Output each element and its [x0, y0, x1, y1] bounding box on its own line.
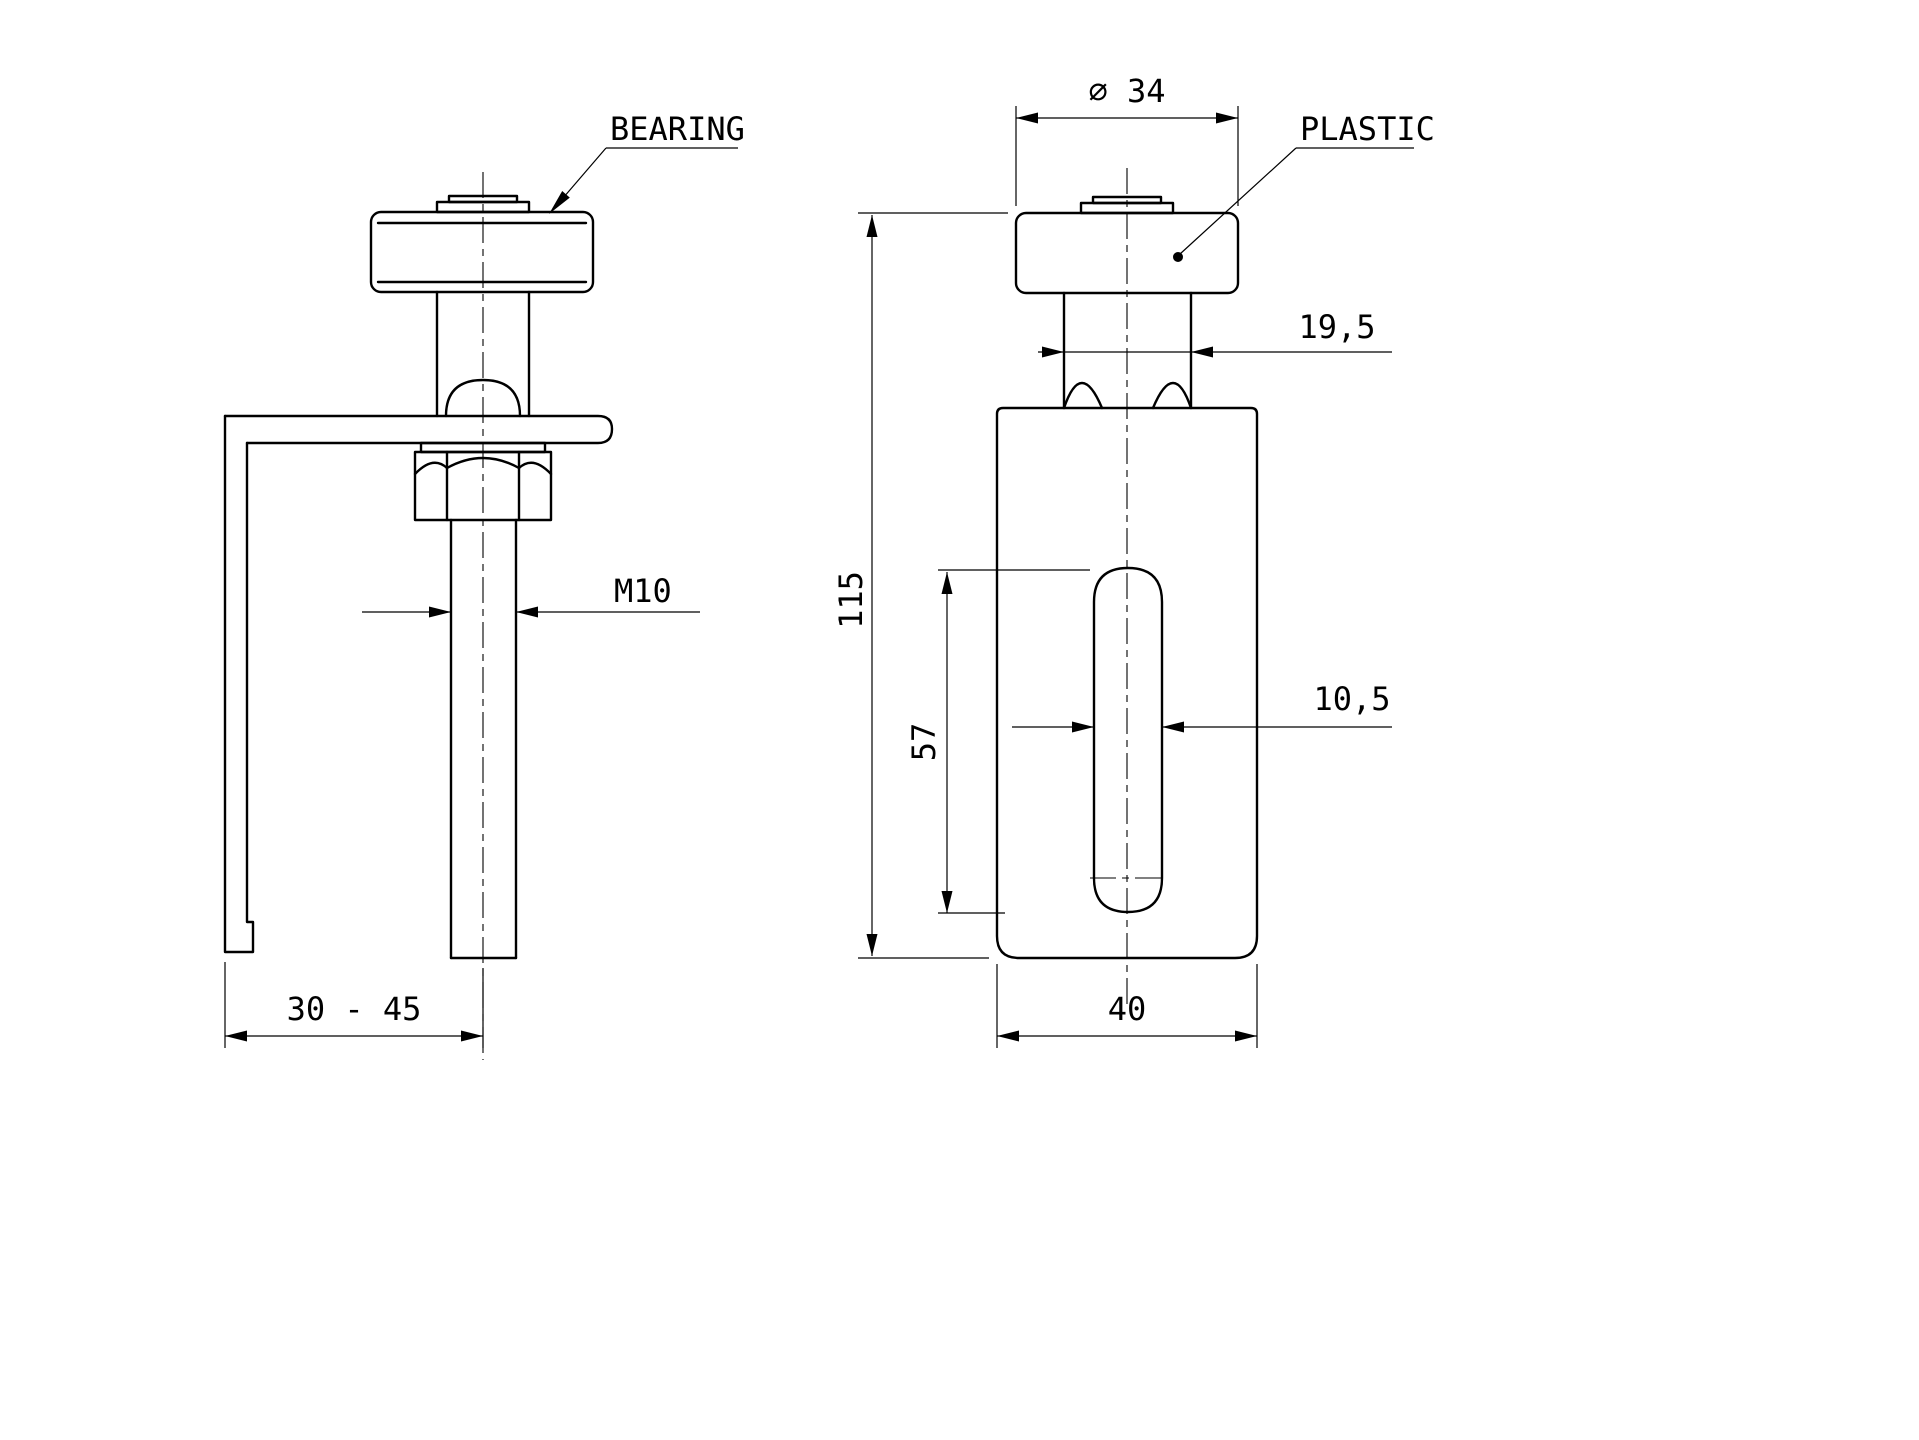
bearing-outline	[369, 194, 595, 294]
dimension-thread: M10	[362, 572, 700, 618]
leader-dot	[1173, 252, 1183, 262]
threaded-rod	[449, 518, 518, 960]
bracket-outline	[223, 414, 614, 954]
dimension-body-width: 40	[996, 964, 1258, 1048]
dim-body-width-label: 40	[1108, 990, 1147, 1028]
dimension-neck-width: 19,5	[1038, 308, 1392, 358]
plastic-callout-label: PLASTIC	[1300, 110, 1435, 148]
nut-outline	[413, 441, 553, 522]
dim-roller-diameter-label: ⌀ 34	[1088, 72, 1165, 110]
slot-outline	[1092, 566, 1164, 914]
dim-slot-length-label: 57	[905, 723, 943, 762]
dim-neck-width-label: 19,5	[1298, 308, 1375, 346]
dimension-slot-width: 10,5	[1012, 680, 1392, 733]
dim-slot-width-label: 10,5	[1313, 680, 1390, 718]
side-view: PLASTIC ⌀ 34 19,5 115	[832, 72, 1435, 1048]
dimension-mount-range: 30 - 45	[224, 962, 484, 1048]
body-outline	[995, 406, 1259, 960]
dim-thread-label: M10	[614, 572, 672, 610]
dimension-slot-length: 57	[905, 569, 1090, 914]
bearing-shaft	[435, 290, 531, 418]
plastic-callout: PLASTIC	[1173, 110, 1435, 262]
dimension-roller-diameter: ⌀ 34	[1015, 72, 1239, 206]
roller-outline	[1014, 195, 1240, 295]
front-view: BEARING M10 30 - 45	[223, 110, 745, 1060]
dimension-overall-height: 115	[832, 212, 1008, 959]
leader-arrowhead	[549, 191, 570, 214]
dim-mount-range-label: 30 - 45	[287, 990, 422, 1028]
bearing-callout-label: BEARING	[610, 110, 745, 148]
bearing-callout: BEARING	[549, 110, 745, 214]
dim-overall-height-label: 115	[832, 571, 870, 629]
roller-neck	[1062, 291, 1193, 410]
